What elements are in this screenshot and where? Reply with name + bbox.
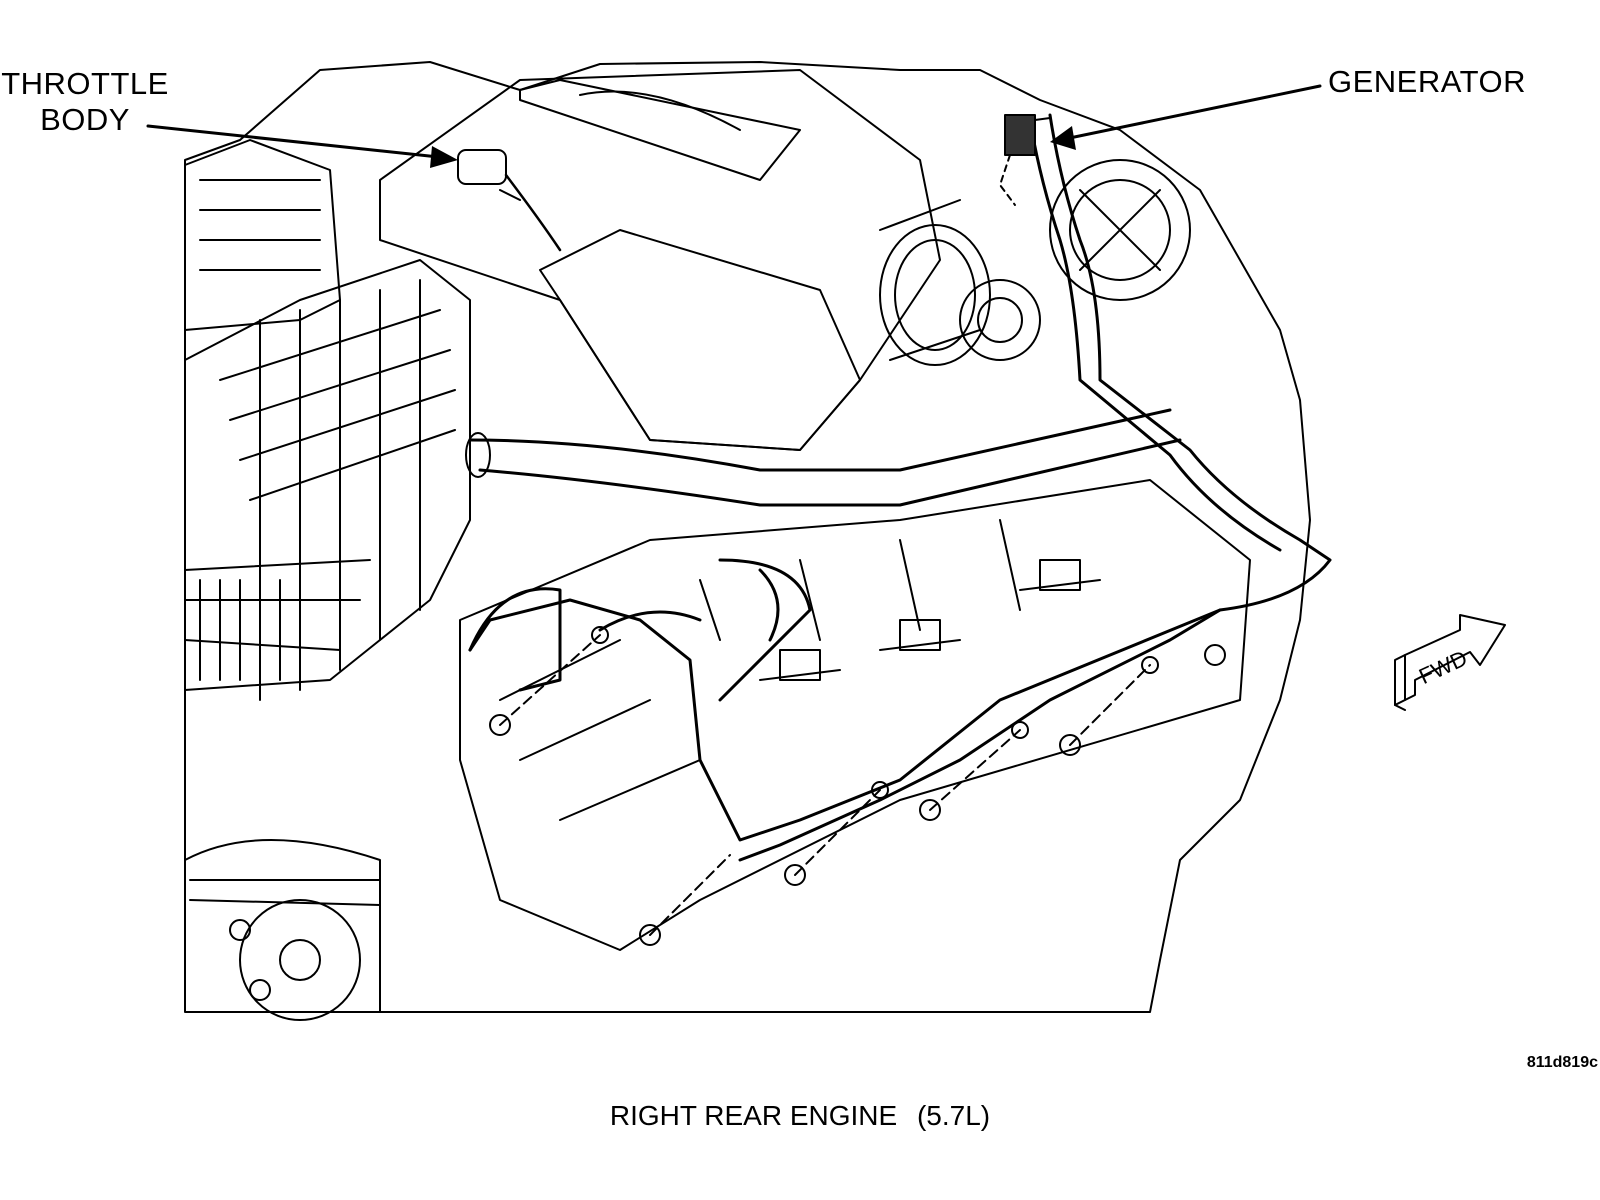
fwd-arrow-icon [1394,614,1506,711]
throttle-body [879,199,991,366]
throttle-body-callout: THROTTLE BODY [0,66,170,138]
engine-outline [184,61,1311,1013]
callout-arrows [146,84,1322,160]
harness-clips [489,626,1226,946]
throttle-body-connector [457,149,562,252]
intake-manifold-cover [379,69,941,451]
throttle-body-label-line2: BODY [40,102,130,137]
figure-caption: RIGHT REAR ENGINE (5.7L) [0,1100,1600,1132]
coolant-hose [465,408,1182,507]
cylinder-head [459,479,1251,951]
generator-callout: GENERATOR [1328,64,1526,99]
caption-spec: (5.7L) [916,1100,991,1131]
air-intake-assembly [184,139,471,701]
arrow-heads [430,126,1076,168]
wiring-harness [468,113,1332,862]
caption-title: RIGHT REAR ENGINE [609,1100,898,1131]
generator [959,159,1191,361]
throttle-body-label-line1: THROTTLE [1,66,169,101]
flywheel [184,839,381,1021]
generator-connector [999,114,1051,206]
figure-id: 811d819c [1526,1054,1598,1071]
